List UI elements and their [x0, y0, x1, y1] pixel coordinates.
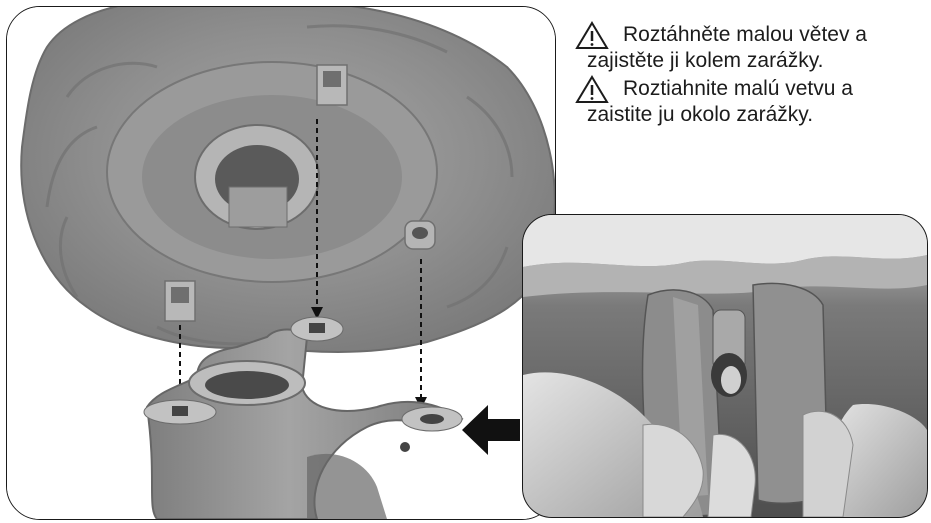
instructions: Roztáhněte malou větev a zajistěte ji ko… — [575, 22, 925, 130]
instruction-sk-line1: Roztiahnite malú vetvu a — [575, 76, 925, 102]
warning-triangle-icon — [575, 74, 609, 104]
instruction-cz-line1: Roztáhněte malou větev a — [575, 22, 925, 48]
instruction-cz-line2: zajistěte ji kolem zarážky. — [575, 48, 925, 74]
detail-photo — [522, 214, 928, 518]
instruction-sk: Roztiahnite malú vetvu a zaistite ju oko… — [575, 76, 925, 128]
instruction-sk-line2: zaistite ju okolo zarážky. — [575, 102, 925, 128]
instruction-cz: Roztáhněte malou větev a zajistěte ji ko… — [575, 22, 925, 74]
black-arrow-left-icon — [462, 405, 520, 455]
warning-triangle-icon — [575, 20, 609, 50]
hands-detail-illustration — [523, 215, 927, 517]
